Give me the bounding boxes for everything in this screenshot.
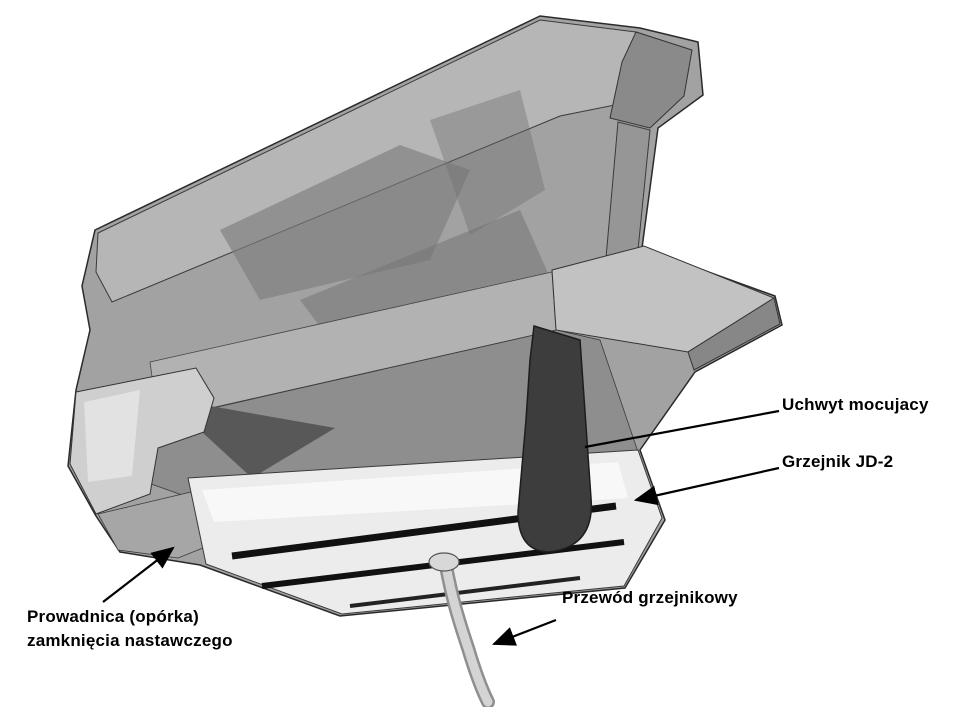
grzejnik-leader-arrow — [633, 466, 780, 506]
mid-body-shade-3 — [430, 90, 545, 235]
left-end-block-highlight — [84, 390, 140, 482]
rail-foot-front-edge — [687, 297, 781, 371]
label-prowadnica-line1: Prowadnica (opórka) — [27, 607, 199, 626]
uchwyt-leader-line — [584, 409, 780, 449]
heater-cable — [441, 561, 493, 707]
label-prowadnica-line2: zamknięcia nastawczego — [27, 631, 233, 650]
heater-stripe-3 — [349, 576, 581, 608]
label-przewod-grzejnikowy: Przewód grzejnikowy — [562, 588, 738, 607]
przewod-leader-arrow — [491, 618, 557, 646]
label-grzejnik-jd2: Grzejnik JD-2 — [782, 452, 894, 471]
cable-connector — [428, 552, 460, 572]
label-prowadnica-oporka: Prowadnica (opórka) zamknięcia nastawcze… — [27, 605, 233, 653]
rail-head-end-face — [609, 31, 693, 129]
mounting-strap — [517, 325, 593, 553]
label-uchwyt-mocujacy: Uchwyt mocujacy — [782, 395, 929, 414]
prowadnica-leader-arrow — [102, 546, 175, 603]
